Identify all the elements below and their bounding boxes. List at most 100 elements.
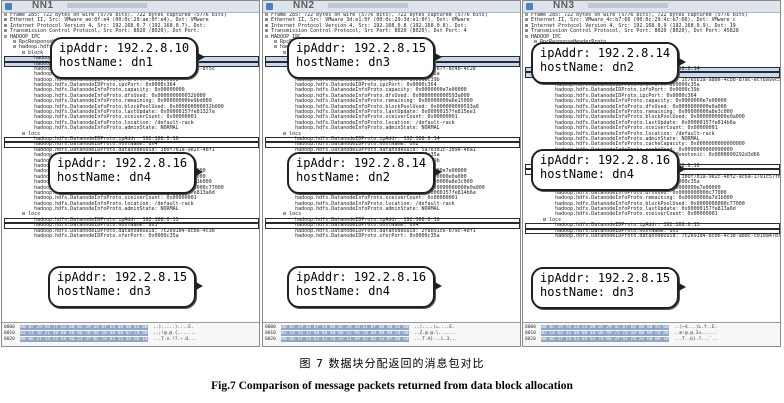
host-value: dn2: [612, 60, 634, 74]
tree-line[interactable]: hadoop.hdfs.DatanodeInfoProto.remaining:…: [525, 109, 733, 116]
tree-line[interactable]: ⊟ locs: [525, 216, 562, 223]
tree-line[interactable]: ⊞ Transmission Control Protocol, Src Por…: [265, 28, 467, 35]
tree-line[interactable]: ⊟ locs: [4, 211, 41, 218]
tree-line[interactable]: hadoop.hdfs.DatanodeInfoProto.blockPoolU…: [525, 114, 745, 121]
panel-node-label: NN1: [32, 1, 54, 11]
tree-line[interactable]: ⊟ block: [4, 49, 44, 56]
tree-line[interactable]: ⊟ locs: [4, 130, 41, 137]
tree-line[interactable]: hadoop.hdfs.DatanodeIDProto.datanodeUuid…: [4, 146, 215, 153]
tree-line[interactable]: hadoop.hdfs.DatanodeInfoProto.xceiverCou…: [265, 195, 458, 202]
packet-detail-tree[interactable]: ⊟ Frame 285: 722 bytes on wire (5776 bit…: [2, 13, 259, 324]
tree-line[interactable]: ⊟ Frame 285: 722 bytes on wire (5776 bit…: [4, 13, 227, 18]
tree-line[interactable]: hadoop.hdfs.DatanodeInfoProto.dfsUsed: 0…: [4, 92, 206, 99]
tree-line[interactable]: hadoop.hdfs.DatanodeInfoProto.remaining:…: [4, 98, 212, 105]
tree-line[interactable]: hadoop.hdfs.DatanodeIDProto.datanodeUuid…: [265, 146, 476, 153]
tree-line[interactable]: ⊟ RpcResponseHeaderProto: [534, 38, 606, 45]
tree-line[interactable]: hadoop.hdfs.DatanodeIDProto.ipAddr: 192.…: [4, 217, 259, 224]
tree-line[interactable]: hadoop.hdfs.DatanodeIDProto.ipcPort: 0x0…: [265, 82, 437, 89]
tree-line[interactable]: hadoop.hdfs.DatanodeInfoProto.xceiverCou…: [525, 211, 718, 218]
tree-line[interactable]: hadoop.hdfs.DatanodeIDProto.hostName: dn…: [265, 141, 520, 148]
tree-line[interactable]: hadoop.hdfs.DatanodeIDProto.ipcPort: 0x0…: [4, 82, 176, 89]
callout-ip-row: ipAddr: 192.2.8.15: [540, 271, 670, 285]
tree-line[interactable]: hadoop.hdfs.DatanodeIDProto.datanodeUuid…: [4, 227, 215, 234]
tree-line[interactable]: hadoop.hdfs.DatanodeIDProto.ipAddr: 192.…: [525, 222, 780, 229]
tree-line[interactable]: hadoop.hdfs.DatanodeInfoProto.location: …: [4, 200, 194, 207]
tree-line[interactable]: ⊟ locs: [265, 130, 302, 137]
tree-line[interactable]: ⊟ HADOOP IPC: [265, 33, 302, 40]
hex-bytes: 00 0b 1f 54 c5 6e 9a 21 3f 0c 7e 81 55 d…: [20, 337, 148, 342]
hex-row: 0000 00 0c 29 7e 24 c1 00 0c 29 4c b7 66…: [525, 325, 780, 331]
tree-line[interactable]: hadoop.hdfs.DatanodeInfoProto.xceiverCou…: [265, 114, 458, 121]
tree-line[interactable]: ⊟ HADOOP IPC: [525, 33, 562, 40]
tree-line[interactable]: ⊞ Transmission Control Protocol, Src Por…: [525, 28, 739, 35]
tree-line[interactable]: hadoop.hdfs.DatanodeInfoProto.xceiverCou…: [4, 114, 197, 121]
tree-line[interactable]: hadoop.hdfs.DatanodeInfoProto.adminState…: [265, 125, 440, 132]
tree-line[interactable]: hadoop.hdfs.DatanodeInfoProto.blockPoolU…: [265, 103, 479, 110]
tree-line[interactable]: hadoop.hdfs.DatanodeInfoProto.adminState…: [525, 135, 700, 142]
callout-host-row: hostName: dn3: [296, 55, 426, 69]
tree-line[interactable]: hadoop.hdfs.DatanodeInfoProto.location: …: [265, 119, 455, 126]
tree-line[interactable]: hadoop.hdfs.DatanodeInfoProto.dfsUsed: 0…: [525, 103, 727, 110]
tree-line[interactable]: hadoop.hdfs.DatanodeIDProto.hostName: dn…: [4, 222, 259, 229]
tree-line[interactable]: hadoop.hdfs.DatanodeInfoProto.adminState…: [4, 206, 179, 213]
tree-line[interactable]: hadoop.hdfs.DatanodeInfoProto.lastUpdate…: [4, 109, 215, 116]
tree-line[interactable]: hadoop.hdfs.DatanodeIDProto.xferPort: 0x…: [525, 82, 700, 89]
titlebar-subtitle-blur: [67, 3, 147, 8]
tree-line[interactable]: hadoop.hdfs.DatanodeInfoProto.capacity: …: [265, 87, 467, 94]
tree-line[interactable]: hadoop.hdfs.DatanodeInfoProto.lastUpdate…: [525, 206, 736, 213]
tree-line[interactable]: hadoop.hdfs.DatanodeIDProto.datanodeUuid…: [525, 233, 780, 240]
tree-line[interactable]: hadoop.hdfs.DatanodeIDProto.xferPort: 0x…: [265, 233, 440, 240]
hex-offset: 0000: [525, 325, 536, 330]
tree-line[interactable]: hadoop.hdfs.DatanodeInfoProto.remaining:…: [525, 195, 733, 202]
tree-line[interactable]: hadoop.hdfs.DatanodeInfoProto.location: …: [525, 130, 715, 137]
hex-dump-pane[interactable]: 0000 00 0c 29 ae 0f e4 00 0c 29 3d e1 0f…: [263, 322, 520, 346]
tree-line[interactable]: hadoop.hdfs.DatanodeInfoProto.capacity: …: [525, 98, 727, 105]
tree-line[interactable]: hadoop.hdfs.DatanodeInfoProto.xceiverCou…: [525, 125, 718, 132]
tree-line[interactable]: hadoop.hdfs.DatanodeInfoProto.adminState…: [265, 206, 440, 213]
tree-line[interactable]: hadoop.hdfs.DatanodeInfoProto.remaining:…: [265, 98, 473, 105]
tree-line[interactable]: hadoop.hdfs.DatanodeIDProto.ipAddr: 192.…: [4, 136, 259, 143]
tree-line[interactable]: ⊟ Frame 285: 722 bytes on wire (5776 bit…: [265, 13, 488, 18]
tree-line[interactable]: ⊞ Internet Protocol Version 4, Src: 192.…: [265, 22, 467, 29]
tree-line[interactable]: hadoop.hdfs.DatanodeInfoProto.adminState…: [4, 125, 179, 132]
tree-line[interactable]: ⊟ Frame 285: 722 bytes on wire (5776 bit…: [525, 13, 748, 18]
tree-line[interactable]: hadoop.hdfs.DatanodeIDProto.ipAddr: 192.…: [265, 217, 520, 224]
tree-line[interactable]: hadoop.hdfs.DatanodeInfoProto.xceiverCou…: [4, 195, 197, 202]
tree-line[interactable]: ⊟ HADOOP IPC: [4, 33, 41, 40]
tree-line[interactable]: hadoop.hdfs.DatanodeInfoProto.blockPoolU…: [525, 200, 745, 207]
hex-bytes: 00 0b 1f 54 b3 41 7d 2e 11 a9 4c 02 33 8…: [281, 337, 409, 342]
tree-line[interactable]: hadoop.hdfs.DatanodeIDProto.hostName: dn…: [4, 141, 259, 148]
tree-line[interactable]: hadoop.hdfs.DatanodeIDProto.hostName: dn…: [265, 222, 520, 229]
tree-line[interactable]: hadoop.hdfs.DatanodeIDProto.datanodeUuid…: [265, 227, 476, 234]
tree-line[interactable]: hadoop.hdfs.DatanodeInfoProto.capacity: …: [4, 87, 185, 94]
tree-line[interactable]: hadoop.hdfs.DatanodeIDProto.infoPort: 0x…: [265, 76, 440, 83]
tree-line[interactable]: ⊞ Ethernet II, Src: VMware_4c:b7:66 (00:…: [525, 17, 736, 24]
hex-dump-pane[interactable]: 0000 00 0c 29 9d 7f a3 00 0c 29 ae 0f e4…: [2, 322, 259, 346]
tree-line[interactable]: ⊞ Internet Protocol Version 4, Src: 192.…: [4, 22, 206, 29]
tree-line[interactable]: ⊞ Ethernet II, Src: VMware_ae:0f:e4 (00:…: [4, 17, 209, 24]
hex-dump-pane[interactable]: 0000 00 0c 29 7e 24 c1 00 0c 29 4c b7 66…: [523, 322, 780, 346]
hex-offset: 0020: [265, 337, 276, 342]
tree-line[interactable]: hadoop.hdfs.DatanodeInfoProto.blockPoolU…: [4, 103, 224, 110]
callout-host-row: hostName: dn4: [57, 170, 187, 184]
host-value: dn4: [368, 284, 390, 298]
tree-line[interactable]: hadoop.hdfs.DatanodeInfoProto.dfsUsed: 0…: [525, 189, 727, 196]
tree-line[interactable]: hadoop.hdfs.DatanodeInfoProto.location: …: [265, 200, 455, 207]
tree-line[interactable]: hadoop.hdfs.DatanodeIDProto.ipAddr: 192.…: [265, 136, 520, 143]
tree-line[interactable]: hadoop.hdfs.DatanodeIDProto.ipcPort: 0x0…: [525, 92, 697, 99]
tree-line[interactable]: ⊞ Ethernet II, Src: VMware_3d:e1:0f (00:…: [265, 17, 470, 24]
tree-line[interactable]: hadoop.hdfs.DatanodeInfoProto.lastUpdate…: [265, 109, 476, 116]
tree-line[interactable]: hadoop.hdfs.DatanodeIDProto.hostName: dn…: [525, 228, 780, 235]
tree-line[interactable]: hadoop.hdfs.DatanodeIDProto.infoPort: 0x…: [525, 87, 700, 94]
tree-line[interactable]: hadoop.hdfs.DatanodeInfoProto.location: …: [4, 119, 194, 126]
tree-line[interactable]: ⊟ locs: [265, 211, 302, 218]
tree-line[interactable]: hadoop.hdfs.DatanodeInfoProto.dfsUsed: 0…: [265, 92, 470, 99]
tree-line[interactable]: ⊞ Transmission Control Protocol, Src Por…: [4, 28, 200, 35]
tree-line[interactable]: hadoop.hdfs.DatanodeIDProto.infoPort: 0x…: [4, 76, 179, 83]
tree-line[interactable]: ⊞ Internet Protocol Version 4, Src: 192.…: [525, 22, 736, 29]
tree-line[interactable]: hadoop.hdfs.DatanodeInfoProto.cacheCapac…: [525, 141, 745, 148]
panel-titlebar: NN2: [263, 1, 520, 13]
tree-line[interactable]: hadoop.hdfs.DatanodeIDProto.xferPort: 0x…: [4, 233, 179, 240]
tree-line[interactable]: hadoop.hdfs.DatanodeInfoProto.lastUpdate…: [525, 119, 736, 126]
